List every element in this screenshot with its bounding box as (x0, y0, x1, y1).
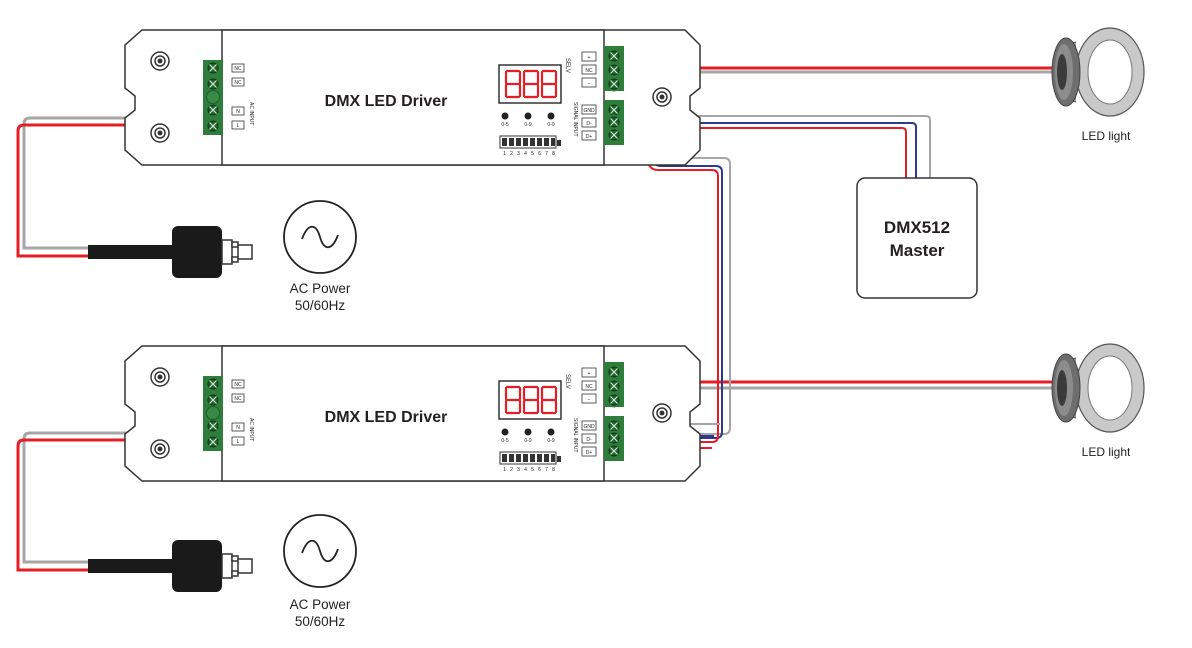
dip-number: 2 (510, 151, 513, 157)
mount-hole (150, 439, 170, 459)
ac-plug-icon (171, 225, 253, 279)
terminal-label: GND (583, 108, 595, 114)
ac-wire-red-2 (16, 438, 205, 572)
ac-sine-wave-icon (283, 200, 357, 274)
terminal-label: GND (583, 424, 595, 430)
dial-label: 0-5 (501, 438, 508, 444)
signal-input-label: SIGNAL INPUT (572, 418, 578, 453)
ac-plug-icon (171, 539, 253, 593)
terminal-label: NC (585, 384, 593, 390)
ac-power-label: AC Power (290, 281, 351, 296)
terminal-label: D- (586, 437, 592, 443)
dip-number: 3 (517, 151, 520, 157)
ac-terminal-labels: NC NC N L AC INPUT (231, 379, 254, 446)
led-light-label: LED light (1082, 445, 1131, 459)
mount-hole (652, 403, 672, 423)
dial-label: 0-9 (547, 122, 554, 128)
dip-number: 8 (552, 151, 555, 157)
dmx-led-driver-1: NC NC N L AC INPUT DMX LED Driver 0-5 0-… (124, 29, 701, 166)
rotary-dials: 0-5 0-9 0-9 (501, 112, 555, 128)
dip-switch: 1 2 3 4 5 6 7 8 (499, 135, 561, 157)
mount-hole (150, 51, 170, 71)
dip-number: 4 (524, 151, 527, 157)
ac-input-label: AC INPUT (248, 102, 254, 125)
dip-switch: 1 2 3 4 5 6 7 8 (499, 451, 561, 473)
terminal-label: D+ (586, 450, 593, 456)
driver-title: DMX LED Driver (325, 409, 448, 426)
terminal-label: + (588, 371, 591, 377)
dmx512-master: DMX512 Master (856, 177, 978, 299)
dial-label: 0-9 (524, 438, 531, 444)
mount-hole (150, 367, 170, 387)
ac-frequency-label: 50/60Hz (295, 614, 346, 629)
dip-number: 4 (524, 467, 527, 473)
led-light-label: LED light (1082, 129, 1131, 143)
ac-input-label: AC INPUT (248, 418, 254, 441)
terminal-label: − (588, 81, 591, 87)
dip-number: 2 (510, 467, 513, 473)
dip-number: 8 (552, 467, 555, 473)
terminal-label: NC (234, 396, 242, 402)
ac-wire-red-1 (16, 123, 205, 258)
seven-segment-display (498, 64, 562, 104)
terminal-label: N (236, 425, 240, 431)
master-title-line1: DMX512 (884, 218, 950, 237)
terminal-label: L (237, 439, 240, 445)
signal-input-label: SIGNAL INPUT (572, 102, 578, 137)
terminal-label: D- (586, 121, 592, 127)
terminal-label: N (236, 109, 240, 115)
terminal-label: − (588, 397, 591, 403)
terminal-label: NC (234, 382, 242, 388)
dial-label: 0-9 (547, 438, 554, 444)
dip-number: 1 (503, 151, 506, 157)
driver-title: DMX LED Driver (325, 93, 448, 110)
dial-label: 0-5 (501, 122, 508, 128)
selv-label: SELV (564, 58, 570, 73)
dmx-led-driver-2: NC NC N L AC INPUT DMX LED Driver 0-5 0-… (124, 345, 701, 482)
dmx-wire-blue-master (618, 120, 917, 178)
master-title-line2: Master (890, 241, 945, 260)
mount-hole (150, 123, 170, 143)
mount-hole (652, 87, 672, 107)
terminal-label: NC (234, 66, 242, 72)
dip-number: 7 (545, 467, 548, 473)
dip-number: 6 (538, 151, 541, 157)
terminal-label: L (237, 123, 240, 129)
dmx-wire-red-master (618, 127, 907, 178)
ac-terminal-labels: NC NC N L AC INPUT (231, 63, 254, 130)
ac-power-label: AC Power (290, 597, 351, 612)
rotary-dials: 0-5 0-9 0-9 (501, 428, 555, 444)
dip-number: 1 (503, 467, 506, 473)
terminal-label: NC (234, 80, 242, 86)
dip-number: 6 (538, 467, 541, 473)
terminal-label: D+ (586, 134, 593, 140)
dip-number: 3 (517, 467, 520, 473)
dip-number: 5 (531, 467, 534, 473)
dip-number: 7 (545, 151, 548, 157)
dial-label: 0-9 (524, 122, 531, 128)
terminal-label: + (588, 55, 591, 61)
selv-label: SELV (564, 374, 570, 389)
dip-number: 5 (531, 151, 534, 157)
led-light-icon (1051, 343, 1145, 433)
led-light-icon (1051, 27, 1145, 117)
ac-frequency-label: 50/60Hz (295, 298, 346, 313)
seven-segment-display (498, 380, 562, 420)
dmx-wire-gray-master (618, 109, 931, 178)
ac-sine-wave-icon (283, 514, 357, 588)
terminal-label: NC (585, 68, 593, 74)
